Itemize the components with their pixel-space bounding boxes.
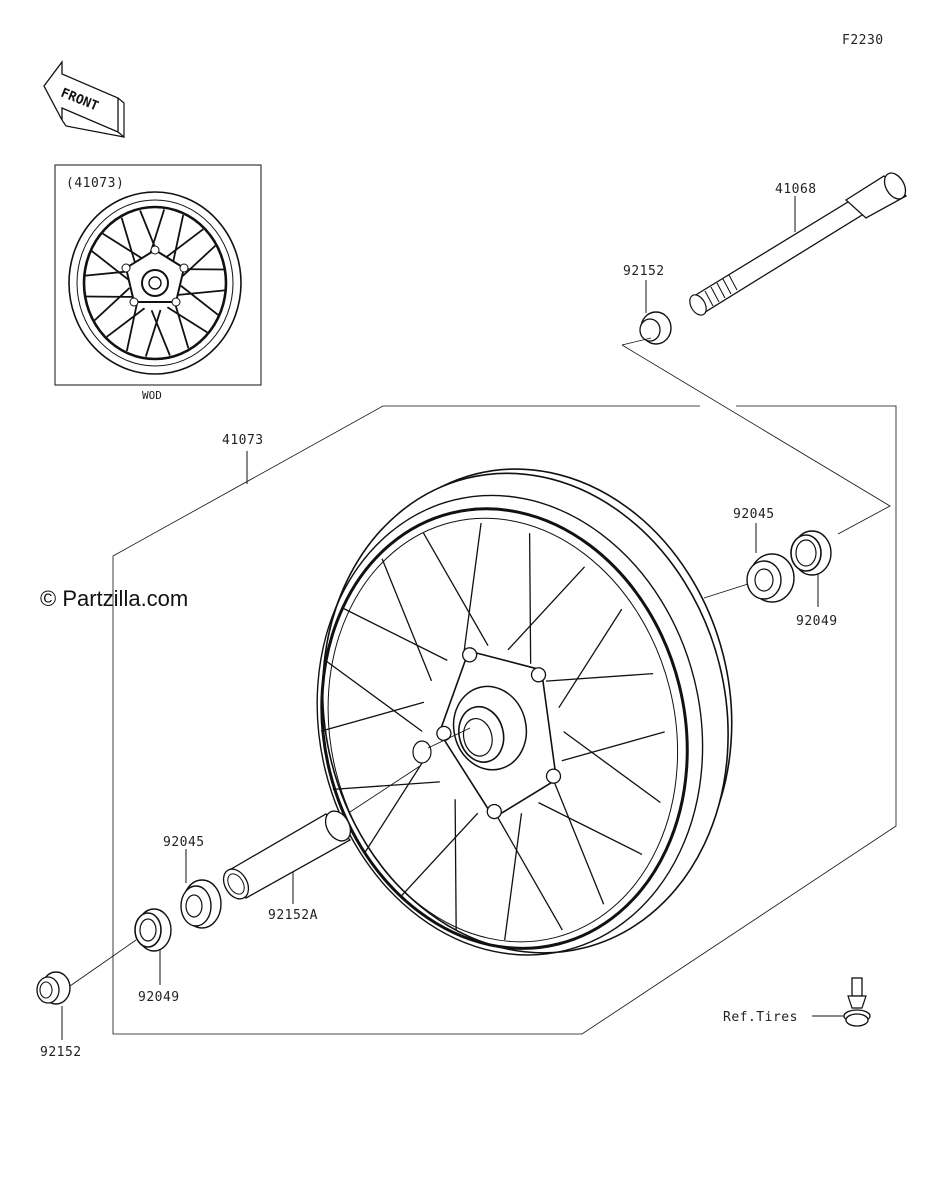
label-92045-left: 92045 xyxy=(163,835,205,850)
inset-wheel-icon xyxy=(68,191,242,375)
label-41073: 41073 xyxy=(222,433,264,448)
assembly-outline xyxy=(112,405,897,1035)
label-92049-right: 92049 xyxy=(796,614,838,629)
label-92152a: 92152A xyxy=(268,908,318,923)
inset-variant-box: (41073) WOD xyxy=(54,164,262,402)
inset-ref-label: (41073) xyxy=(66,176,124,191)
spacer-92152a xyxy=(222,810,352,900)
axle-41068 xyxy=(689,172,908,316)
label-92152-top: 92152 xyxy=(623,264,665,279)
collar-92152-top xyxy=(639,311,672,345)
wheel-41073 xyxy=(316,468,733,956)
front-arrow-icon: FRONT xyxy=(43,60,125,139)
label-ref-tires: Ref.Tires xyxy=(723,1010,798,1025)
bearing-92045-left xyxy=(180,879,222,929)
diagram-code: F2230 xyxy=(842,33,884,48)
label-92152-left: 92152 xyxy=(40,1045,82,1060)
label-92049-left: 92049 xyxy=(138,990,180,1005)
inset-caption: WOD xyxy=(142,389,162,402)
bearing-92045-right xyxy=(746,553,795,603)
seal-92049-left xyxy=(134,908,172,952)
watermark: © Partzilla.com xyxy=(40,586,189,611)
collar-92152-left xyxy=(36,971,71,1005)
label-41068: 41068 xyxy=(775,182,817,197)
seal-92049-right xyxy=(790,530,832,576)
label-92045-right: 92045 xyxy=(733,507,775,522)
valve-stem xyxy=(843,977,871,1027)
